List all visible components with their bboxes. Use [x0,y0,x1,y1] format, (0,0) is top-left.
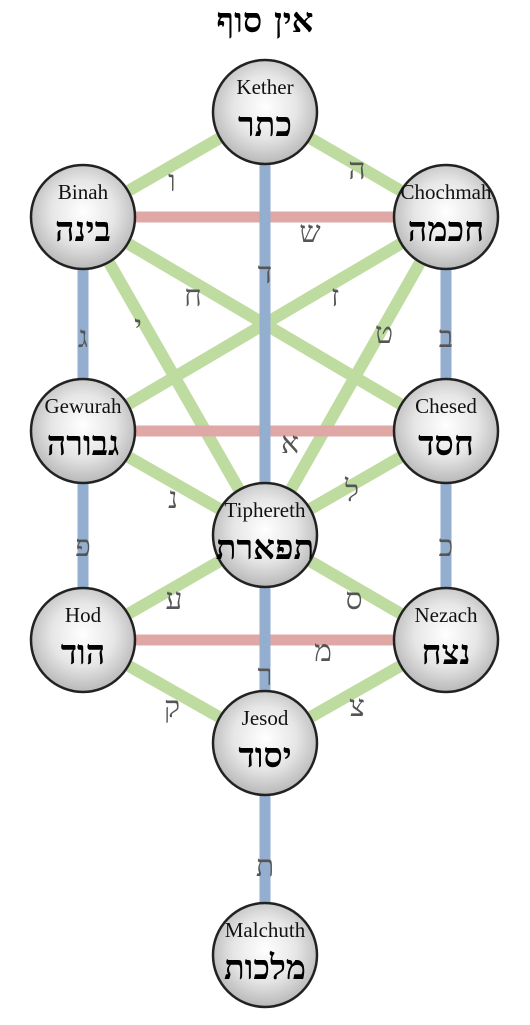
sephirah-chochmah: Chochmah חכמה [392,163,500,271]
path-letter-he: ה [348,152,365,187]
sephirah-gewurah: Gewurah גבורה [29,377,137,485]
sephirah-name-chesed: Chesed [415,394,477,418]
path-letter-tet: ט [375,316,393,351]
sephirah-name-gewurah: Gewurah [45,394,122,418]
path-letter-alef: א [281,426,299,461]
sephirah-circle-tiphereth [211,481,319,589]
path-letter-samekh: ס [345,582,362,617]
sephirah-tiphereth: Tiphereth תפארת [211,481,319,589]
sephirah-circle-chesed [392,377,500,485]
sephirah-circle-gewurah [29,377,137,485]
sephirah-jesod: Jesod יסוד [211,689,319,797]
sephirah-chesed: Chesed חסד [392,377,500,485]
sephirah-circle-chochmah [392,163,500,271]
sephirah-binah: Binah בינה [29,163,137,271]
path-letter-shin: ש [299,215,320,250]
path-letter-tsadi: צ [349,689,365,724]
sephiroth-layer: KetherכתרBinahבינהChochmahחכמהGewurahגבו… [29,58,500,1009]
sephirah-hebrew-chesed: חסד [418,424,474,464]
path-letter-lamed: ל [344,474,359,509]
path-letter-qof: ק [164,690,180,725]
sephirah-circle-jesod [211,689,319,797]
sephirah-name-nezach: Nezach [415,603,478,627]
path-letter-pe: פ [75,529,91,564]
sephirah-hebrew-tiphereth: תפארת [216,528,315,568]
path-letter-gimel: ג [78,320,88,355]
path-letter-nun: נ [168,481,178,516]
sephirah-hebrew-kether: כתר [238,105,292,145]
sephirah-hebrew-chochmah: חכמה [408,210,484,250]
sephirah-hebrew-jesod: יסוד [238,736,291,776]
sephirah-name-jesod: Jesod [242,706,289,730]
sephirah-nezach: Nezach נצח [392,586,500,694]
sephirah-kether: Kether כתר [211,58,319,166]
path-letter-bet: ב [439,320,453,355]
path-letter-mem: מ [314,634,332,669]
sephirah-hebrew-binah: בינה [55,210,111,250]
sephirah-hebrew-gewurah: גבורה [47,424,120,464]
path-letter-zayin: ז [331,279,339,314]
sephirah-name-kether: Kether [236,75,293,99]
path-letter-resh: ר [258,658,273,693]
sephirah-circle-kether [211,58,319,166]
path-letter-yod: י [134,309,142,344]
sephirah-name-binah: Binah [58,180,109,204]
path-chochmah-tiphereth [259,214,452,538]
sephirah-hebrew-malchuth: מלכות [224,948,306,988]
sephirah-hod: Hod הוד [29,586,137,694]
path-letter-tav: ת [256,849,274,884]
sephirah-name-tiphereth: Tiphereth [225,498,306,522]
path-letter-vav: ו [168,164,176,199]
path-letter-kaf: כ [439,529,454,564]
sephirah-circle-binah [29,163,137,271]
sephirah-name-hod: Hod [65,603,102,627]
sephirah-circle-hod [29,586,137,694]
path-binah-tiphereth [77,214,271,538]
sephirah-circle-malchuth [211,901,319,1009]
sephirah-name-malchuth: Malchuth [225,918,306,942]
path-letter-dalet: ד [258,256,272,291]
sephirah-hebrew-hod: הוד [61,633,106,673]
path-letter-ayin: ע [166,582,183,617]
sephirah-circle-nezach [392,586,500,694]
path-letters-layer: ה ו דש ג ב ח ז י ט א נ ל פ כ ע ס ר מ ק צ ת [75,152,453,884]
path-letter-chet: ח [184,279,202,314]
sephirah-name-chochmah: Chochmah [401,180,492,204]
sephirah-malchuth: Malchuth מלכות [211,901,319,1009]
sephirah-hebrew-nezach: נצח [422,633,471,673]
ein-sof-title: אין סוף [217,1,314,41]
